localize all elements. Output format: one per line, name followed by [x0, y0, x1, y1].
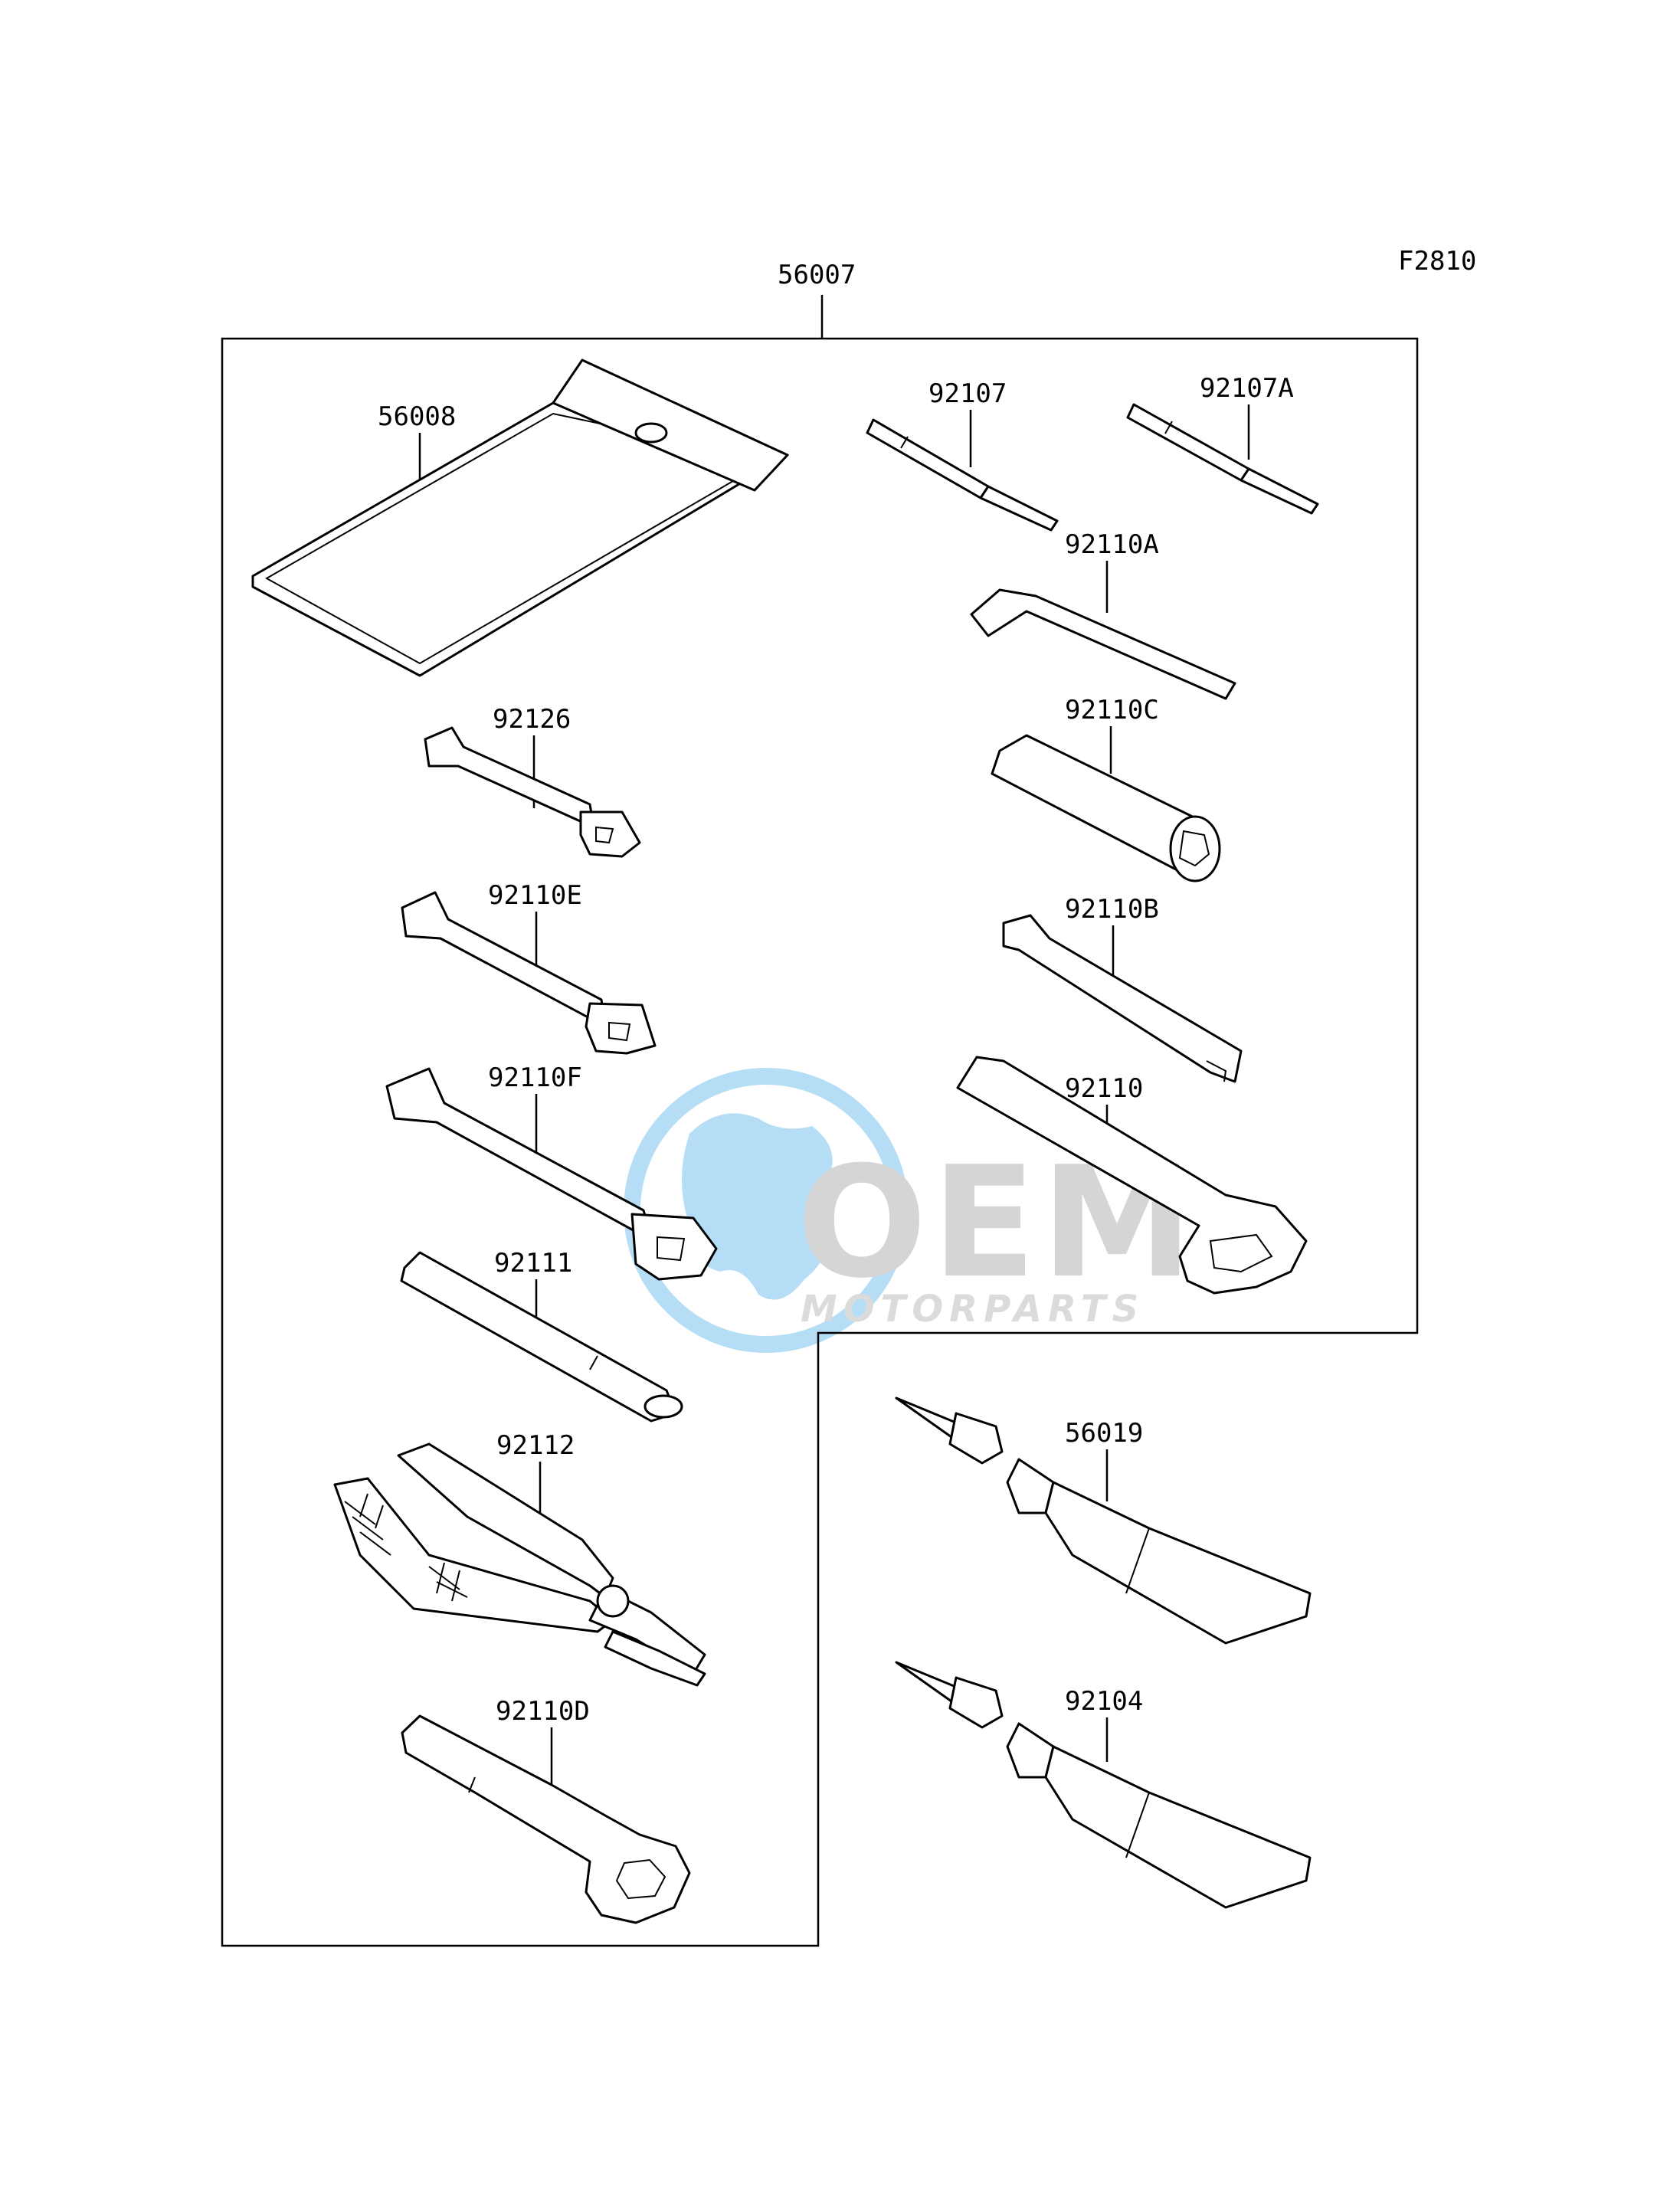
label-92107a: 92107A [1200, 373, 1294, 404]
watermark: OEM MOTORPARTS [624, 1068, 1194, 1353]
label-92110f: 92110F [488, 1062, 582, 1093]
label-92104: 92104 [1065, 1686, 1143, 1717]
screwdriver-bit-a: 92107A [1126, 373, 1319, 515]
grease-tube-2: 92104 [895, 1661, 1312, 1909]
label-92111: 92111 [494, 1248, 572, 1279]
ring-wrench: 92110D [401, 1696, 691, 1924]
label-92110: 92110 [1065, 1073, 1143, 1104]
spark-plug-socket: 92110C [991, 695, 1221, 882]
label-92107: 92107 [928, 378, 1007, 409]
label-92112: 92112 [496, 1430, 575, 1461]
label-92110d: 92110D [496, 1696, 590, 1727]
wrench-small: 92126 [424, 704, 641, 858]
pouch: 56008 [251, 359, 789, 677]
label-56019: 56019 [1065, 1418, 1143, 1449]
label-92110e: 92110E [488, 880, 582, 911]
label-56008: 56008 [378, 401, 456, 432]
grease-tube-1: 56019 [895, 1396, 1312, 1645]
kit-frame [221, 337, 1419, 1947]
handle: 92111 [400, 1248, 683, 1423]
screwdriver-bit: 92107 [866, 378, 1059, 532]
spanner-b: 92110B [1002, 894, 1243, 1083]
button-snap-icon [634, 422, 668, 444]
wrench-92110: 92110 [956, 1056, 1308, 1295]
globe-continents [682, 1113, 833, 1300]
hex-key: 92110A [970, 529, 1236, 700]
wrench-e: 92110E [401, 880, 657, 1055]
figure-code: F2810 [1398, 246, 1476, 277]
label-92110b: 92110B [1065, 894, 1159, 925]
label-92110c: 92110C [1065, 695, 1159, 725]
watermark-sub: MOTORPARTS [801, 1288, 1145, 1331]
label-92110a: 92110A [1065, 529, 1159, 560]
pivot-icon [596, 1584, 630, 1618]
kit-label: 56007 [778, 260, 856, 290]
pliers: 92112 [333, 1430, 706, 1687]
wrench-f: 92110F [385, 1062, 718, 1281]
label-92126: 92126 [493, 704, 571, 735]
